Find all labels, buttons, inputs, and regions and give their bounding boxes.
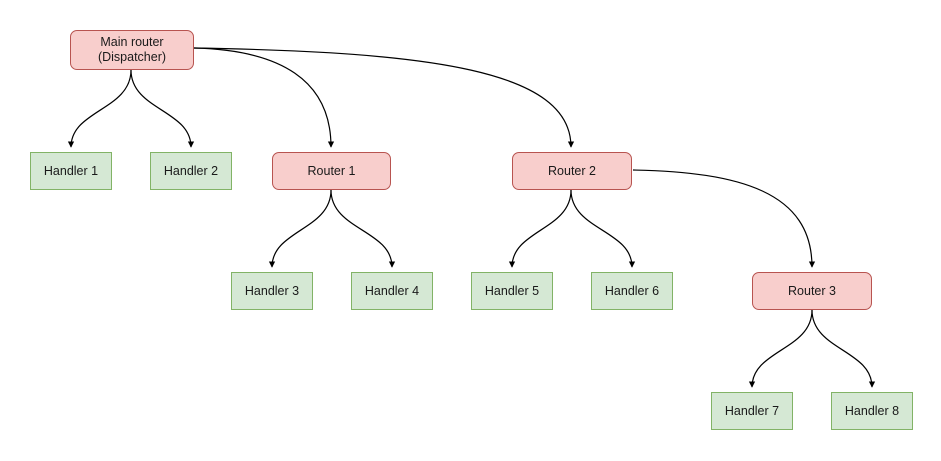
edge-main-to-router-2: [193, 47, 575, 148]
edge-router-3-to-handler-8: [811, 309, 876, 388]
edge-main-to-handler-1: [67, 69, 132, 148]
edge-router-2-to-handler-6: [570, 189, 636, 268]
node-label: Main router (Dispatcher): [97, 35, 167, 64]
node-label: Handler 2: [163, 163, 219, 178]
node-handler-5[interactable]: Handler 5: [471, 272, 553, 310]
node-label: Router 2: [548, 163, 596, 178]
node-handler-7[interactable]: Handler 7: [711, 392, 793, 430]
node-handler-6[interactable]: Handler 6: [591, 272, 673, 310]
edge-router-2-to-router-3: [632, 169, 816, 268]
edges-group: [67, 47, 876, 388]
node-handler-3[interactable]: Handler 3: [231, 272, 313, 310]
node-router-2[interactable]: Router 2: [512, 152, 632, 190]
node-label: Router 3: [788, 283, 836, 298]
node-router-3[interactable]: Router 3: [752, 272, 872, 310]
edge-main-to-router-1: [193, 47, 335, 148]
node-label: Router 1: [307, 163, 356, 178]
node-main-router[interactable]: Main router (Dispatcher): [70, 30, 194, 70]
edge-router-1-to-handler-4: [330, 189, 396, 268]
node-label: Handler 4: [364, 283, 420, 298]
node-label: Handler 7: [724, 403, 780, 418]
node-handler-8[interactable]: Handler 8: [831, 392, 913, 430]
edge-router-2-to-handler-5: [508, 189, 572, 268]
node-label: Handler 3: [244, 283, 300, 298]
node-label: Handler 6: [604, 283, 660, 298]
node-label: Handler 1: [43, 163, 99, 178]
node-label: Handler 8: [844, 403, 900, 418]
node-router-1[interactable]: Router 1: [272, 152, 391, 190]
node-handler-1[interactable]: Handler 1: [30, 152, 112, 190]
edge-router-3-to-handler-7: [748, 309, 813, 388]
node-handler-2[interactable]: Handler 2: [150, 152, 232, 190]
node-label: Handler 5: [484, 283, 540, 298]
edge-main-to-handler-2: [130, 69, 195, 148]
node-handler-4[interactable]: Handler 4: [351, 272, 433, 310]
edge-router-1-to-handler-3: [268, 189, 332, 268]
